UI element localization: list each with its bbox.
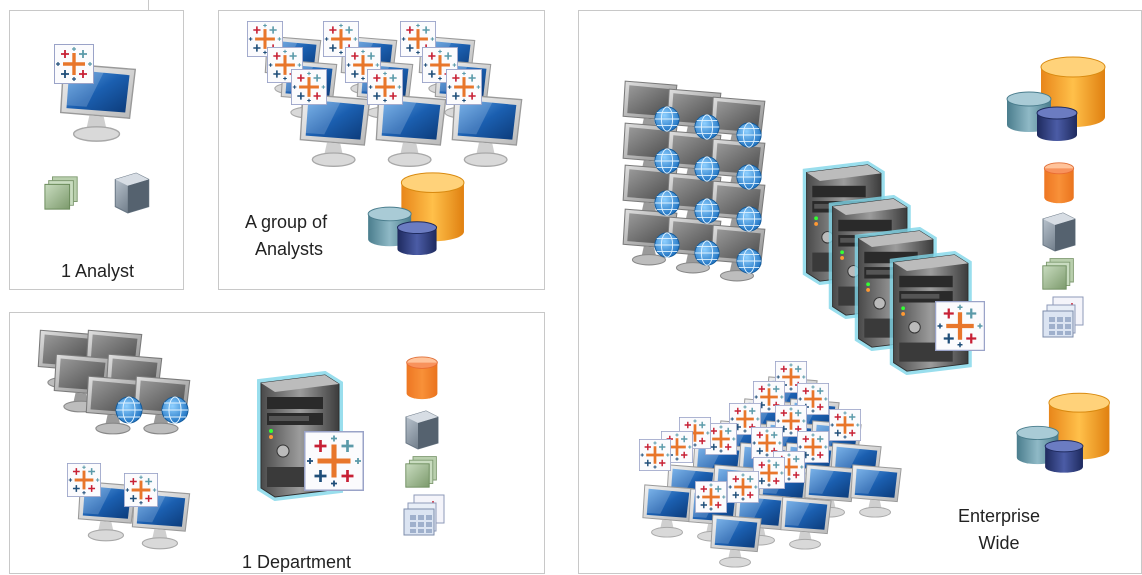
tableau-logo-icon [54, 44, 94, 84]
department-label: 1 Department [242, 552, 352, 572]
report-grid-icon [403, 494, 445, 536]
tableau-logo-icon [305, 432, 364, 491]
database-icon [1006, 56, 1106, 142]
panel-analyst: 1 Analyst [9, 10, 184, 290]
department-illustration [37, 329, 445, 550]
data-cube-icon [114, 172, 150, 214]
panel-enterprise: Enterprise Wide [578, 10, 1142, 574]
data-cube-icon [405, 410, 439, 450]
tableau-logo-icon [124, 473, 158, 507]
tableau-logo-icon [936, 302, 985, 351]
group-label-line1: A group of [245, 212, 328, 232]
db-cylinder-icon [1043, 162, 1075, 204]
db-cylinder-icon [406, 356, 438, 400]
enterprise-label-line1: Enterprise [957, 506, 1041, 526]
enterprise-label-line2: Wide [978, 533, 1020, 553]
enterprise-illustration [622, 56, 1110, 568]
globe-icon [115, 396, 143, 424]
data-sheets-icon [1042, 258, 1074, 290]
report-grid-icon [1042, 296, 1084, 338]
globe-icon [161, 396, 189, 424]
tableau-logo-icon [67, 463, 101, 497]
panel-department: 1 Department [9, 312, 545, 574]
database-icon [1016, 392, 1110, 474]
data-sheets-icon [405, 456, 437, 488]
data-sheets-icon [44, 176, 78, 210]
analyst-illustration [44, 44, 150, 214]
analyst-label: 1 Analyst [60, 261, 135, 281]
data-cube-icon [1042, 212, 1076, 252]
database-icon [367, 172, 465, 256]
panel-group: A group of Analysts [218, 10, 545, 290]
group-label-line2: Analysts [255, 239, 324, 259]
top-divider-tick [148, 0, 149, 10]
